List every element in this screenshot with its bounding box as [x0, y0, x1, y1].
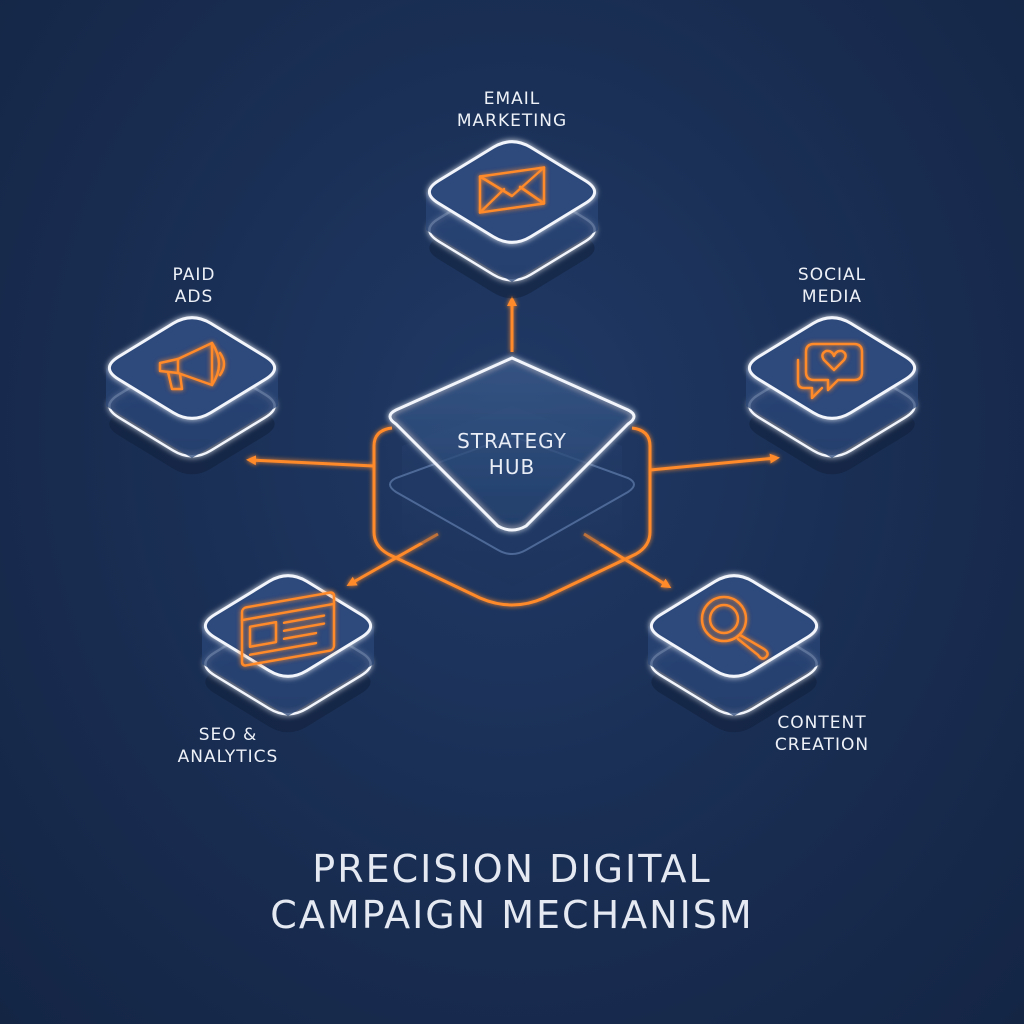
- label-email-marketing: EMAIL MARKETING: [457, 88, 567, 132]
- tile-seo: [202, 574, 374, 733]
- label-seo-line2: ANALYTICS: [177, 747, 279, 767]
- label-email-line2: MARKETING: [456, 111, 568, 131]
- arrow-to-social: [649, 453, 780, 472]
- diagram-title: PRECISION DIGITAL CAMPAIGN MECHANISM: [270, 846, 753, 938]
- hub-top-face: [388, 356, 636, 532]
- hub-label-line2: HUB: [488, 455, 536, 479]
- label-content-creation: CONTENT CREATION: [775, 712, 869, 756]
- tile-side: [746, 368, 918, 458]
- label-email-line1: EMAIL: [483, 89, 541, 109]
- node-tiles: [106, 140, 918, 733]
- label-social-line1: SOCIAL: [797, 265, 867, 285]
- web-page-icon: [240, 591, 336, 667]
- tile-email: [426, 140, 598, 299]
- tile-top-face: [649, 574, 819, 678]
- hub-label: STRATEGY HUB: [457, 428, 567, 480]
- tile-side: [426, 192, 598, 282]
- chat-heart-icon: [796, 342, 864, 400]
- tile-paid: [106, 316, 278, 475]
- node-icons: [158, 166, 864, 667]
- magnifier-icon: [700, 595, 769, 660]
- label-seo-line1: SEO &: [198, 725, 258, 745]
- tile-top-face: [427, 140, 597, 244]
- tile-content: [648, 574, 820, 733]
- label-social-line2: MEDIA: [801, 287, 863, 307]
- tile-side: [202, 626, 374, 716]
- label-paid-ads: PAID ADS: [173, 264, 216, 308]
- megaphone-icon: [158, 341, 226, 391]
- label-content-line1: CONTENT: [777, 713, 867, 733]
- tile-social: [746, 316, 918, 475]
- label-seo-analytics: SEO & ANALYTICS: [178, 724, 279, 768]
- strategy-hub-block: [388, 356, 636, 586]
- label-paid-line1: PAID: [172, 265, 216, 285]
- hub-label-line1: STRATEGY: [457, 429, 567, 453]
- tile-top-face: [107, 316, 277, 420]
- diagram-title-line1: PRECISION DIGITAL: [312, 847, 712, 891]
- connector-left-loop: [372, 426, 652, 607]
- diagram-title-line2: CAMPAIGN MECHANISM: [270, 893, 754, 937]
- tile-side: [648, 626, 820, 716]
- tile-side: [106, 368, 278, 458]
- label-content-line2: CREATION: [774, 735, 870, 755]
- label-paid-line2: ADS: [174, 287, 214, 307]
- envelope-icon: [478, 166, 546, 214]
- label-social-media: SOCIAL MEDIA: [798, 264, 866, 308]
- arrow-to-paid: [246, 455, 375, 468]
